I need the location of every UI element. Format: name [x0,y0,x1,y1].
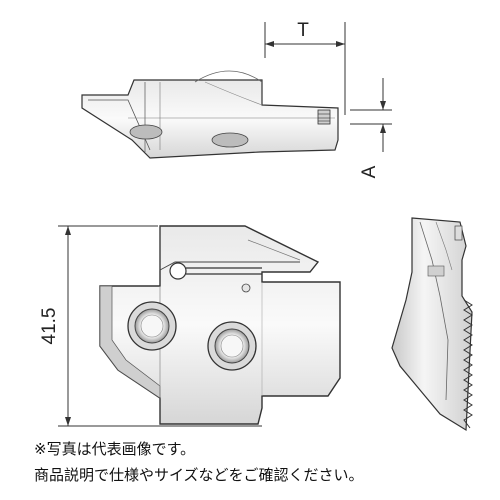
top-view-hole-left [129,124,163,140]
front-view: 41.5 [39,225,341,427]
dimension-height-label: 41.5 [39,308,60,345]
relief-hole [169,262,187,280]
dimension-t: T [264,20,346,115]
screw-hole-left [127,301,177,351]
top-view: T A [81,20,392,178]
notice-representative-image: ※写真は代表画像です。 [34,440,196,458]
side-view-serrations [463,299,473,429]
dimension-a: A [350,78,392,178]
screw-hole-right [207,321,257,371]
dimension-t-label: T [297,20,309,41]
top-view-body [81,79,339,159]
dimension-a-label: A [359,165,380,178]
side-view [391,217,473,432]
dimension-height: 41.5 [39,225,262,427]
side-view-body [391,217,473,432]
notice-check-specs: 商品説明で仕様やサイズなどをご確認ください。 [34,466,364,484]
top-view-hole-right [211,132,249,148]
